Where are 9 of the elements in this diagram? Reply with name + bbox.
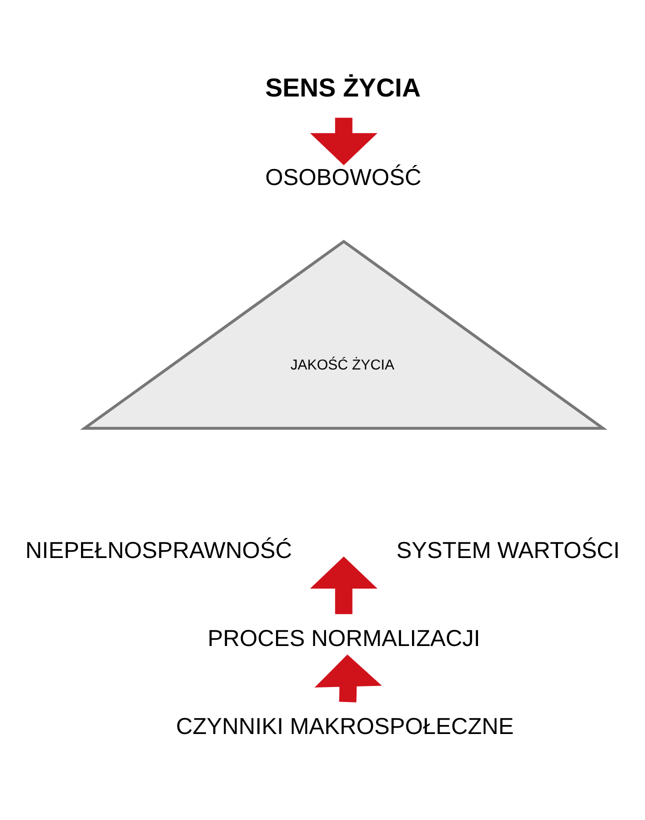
arrow bbox=[314, 654, 382, 702]
node-text: NIEPEŁNOSPRAWNOŚĆ bbox=[25, 537, 292, 564]
node-text: SENS ŻYCIA bbox=[265, 74, 421, 103]
node-text: OSOBOWOŚĆ bbox=[265, 164, 422, 190]
node-text: SYSTEM WARTOŚCI bbox=[396, 537, 620, 564]
node-text: CZYNNIKI MAKROSPOŁECZNE bbox=[176, 712, 514, 739]
arrow bbox=[310, 118, 378, 166]
arrow bbox=[310, 556, 378, 614]
node-text: PROCES NORMALIZACJI bbox=[208, 624, 480, 651]
